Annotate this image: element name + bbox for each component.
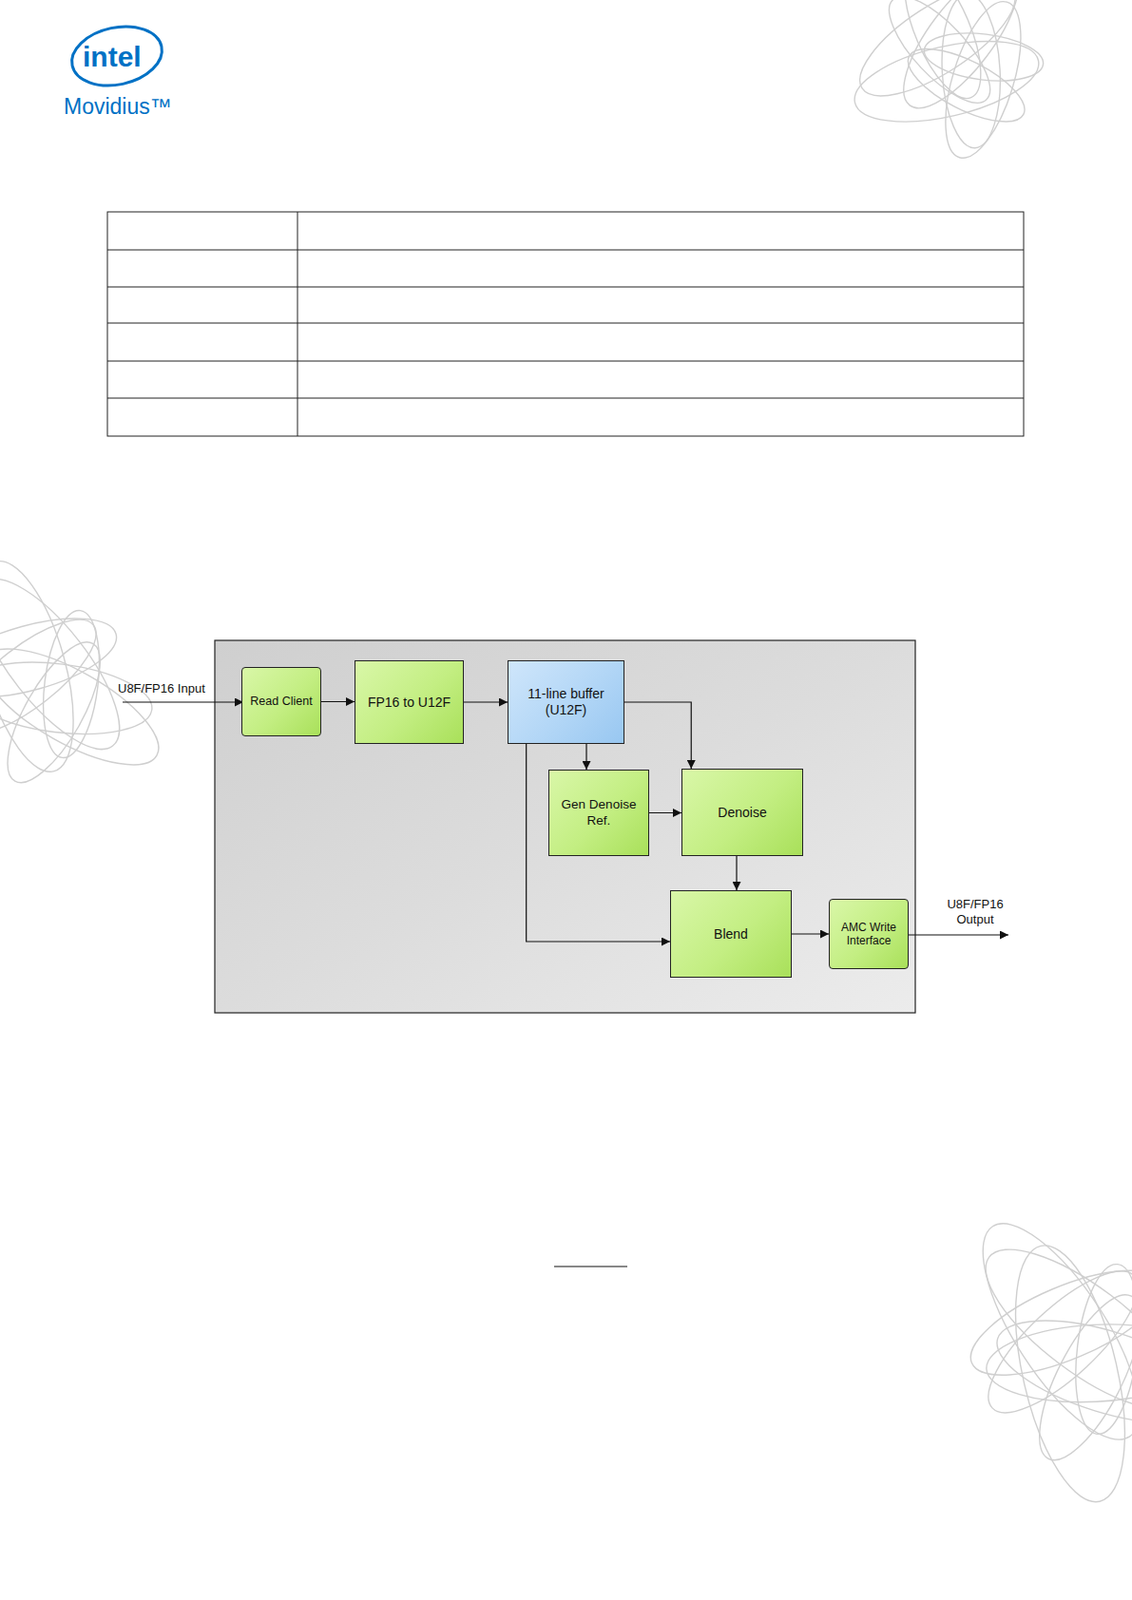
box-label: Read Client — [246, 692, 316, 711]
read-client-box: Read Client — [241, 667, 321, 737]
process-box: Blend — [670, 890, 792, 979]
flow-arrow — [649, 812, 682, 814]
swirl-stroke — [955, 1202, 1132, 1462]
swirl-stroke — [921, 27, 1047, 88]
swirl-stroke — [0, 627, 175, 788]
flow-arrow — [321, 701, 355, 703]
swirl-stroke — [0, 630, 118, 796]
swirl-stroke — [985, 1300, 1132, 1445]
process-box: Gen Denoise Ref. — [548, 769, 650, 857]
logo-text: intel — [82, 39, 142, 75]
signal-label: U8F/FP16 Input — [117, 681, 206, 697]
input-arrow — [122, 701, 244, 703]
process-box: Denoise — [681, 768, 804, 857]
interface-box: AMC Write Interface — [828, 899, 909, 970]
swirl-stroke — [0, 551, 93, 783]
block-panel — [214, 640, 916, 1014]
decorative-swirls — [0, 0, 1132, 1513]
box-label: Denoise — [713, 803, 770, 824]
box-label: 11-line buffer (U12F) — [508, 684, 624, 721]
box-label: Gen Denoise Ref. — [549, 795, 649, 830]
swirl-stroke — [0, 601, 113, 753]
swirl-stroke — [957, 1249, 1132, 1398]
box-label: FP16 to U12F — [364, 692, 455, 713]
flow-arrow — [735, 856, 737, 891]
process-box: FP16 to U12F — [354, 660, 464, 745]
underline-stub — [554, 1266, 628, 1268]
flow-arrow — [526, 744, 671, 942]
output-arrow — [904, 934, 1009, 936]
flow-arrow — [791, 933, 829, 935]
signal-label: U8F/FP16 Output — [927, 897, 1023, 927]
swirl-stroke — [995, 1235, 1132, 1513]
swirl-stroke — [1019, 1282, 1132, 1475]
buffer-box: 11-line buffer (U12F) — [507, 660, 625, 745]
flow-arrow — [585, 744, 587, 770]
swirl-stroke — [0, 558, 143, 769]
logo-subtext: Movidius™ — [63, 94, 173, 121]
swirl-stroke — [0, 652, 156, 745]
flow-arrow — [463, 701, 508, 703]
swirl-stroke — [968, 1250, 1132, 1434]
empty-table — [107, 211, 1024, 437]
logo-oval — [66, 19, 168, 95]
swirl-stroke — [930, 0, 1037, 167]
box-label: AMC Write Interface — [829, 919, 908, 951]
swirl-stroke — [846, 26, 1046, 137]
box-label: Blend — [709, 924, 752, 945]
swirl-stroke — [0, 602, 125, 713]
flow-arrow — [624, 702, 691, 769]
